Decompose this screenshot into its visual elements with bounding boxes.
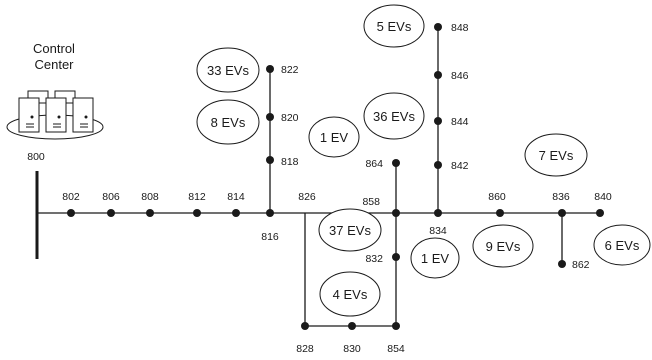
ev-group-836: 9 EVs bbox=[472, 224, 534, 268]
bus-node-822 bbox=[266, 65, 274, 73]
bus-node-814 bbox=[232, 209, 240, 217]
server-slots bbox=[26, 123, 88, 128]
control-center: Control Center bbox=[6, 41, 104, 140]
bus-node-854 bbox=[392, 322, 400, 330]
ev-group-label: 1 EV bbox=[320, 130, 349, 145]
ev-group-label: 4 EVs bbox=[333, 287, 368, 302]
bus-node-846 bbox=[434, 71, 442, 79]
bus-label-864: 864 bbox=[365, 158, 383, 170]
bus-label-800: 800 bbox=[27, 151, 45, 163]
bus-node-812 bbox=[193, 209, 201, 217]
bus-node-836 bbox=[558, 209, 566, 217]
bus-node-828 bbox=[301, 322, 309, 330]
bus-node-858 bbox=[392, 209, 400, 217]
bus-nodes bbox=[67, 23, 604, 330]
ev-group-label: 5 EVs bbox=[377, 19, 412, 34]
bus-label-834: 834 bbox=[429, 225, 447, 237]
bus-label-858: 858 bbox=[362, 196, 380, 208]
ev-group-830: 4 EVs bbox=[319, 271, 381, 317]
bus-node-834 bbox=[434, 209, 442, 217]
bus-node-842 bbox=[434, 161, 442, 169]
bus-label-832: 832 bbox=[365, 253, 383, 265]
bus-node-840 bbox=[596, 209, 604, 217]
bus-node-864 bbox=[392, 159, 400, 167]
feeder-lines bbox=[37, 27, 600, 327]
bus-label-822: 822 bbox=[281, 64, 299, 76]
bus-node-830 bbox=[348, 322, 356, 330]
control-center-label-line1: Control bbox=[33, 41, 75, 56]
bus-label-860: 860 bbox=[488, 191, 506, 203]
bus-node-862 bbox=[558, 260, 566, 268]
bus-node-818 bbox=[266, 156, 274, 164]
ev-group-860: 7 EVs bbox=[524, 133, 588, 177]
bus-label-826: 826 bbox=[298, 191, 316, 203]
ev-group-label: 37 EVs bbox=[329, 223, 371, 238]
bus-labels: 802 806 808 812 814 816 818 820 822 826 … bbox=[62, 22, 612, 355]
bus-label-802: 802 bbox=[62, 191, 80, 203]
bus-label-818: 818 bbox=[281, 156, 299, 168]
bus-node-848 bbox=[434, 23, 442, 31]
bus-label-816: 816 bbox=[261, 231, 279, 243]
ev-group-label: 1 EV bbox=[421, 251, 450, 266]
bus-label-808: 808 bbox=[141, 191, 159, 203]
bus-label-844: 844 bbox=[451, 116, 469, 128]
bus-node-816 bbox=[266, 209, 274, 217]
bus-label-848: 848 bbox=[451, 22, 469, 34]
ev-group-label: 8 EVs bbox=[211, 115, 246, 130]
bus-node-832 bbox=[392, 253, 400, 261]
ev-group-858: 37 EVs bbox=[318, 208, 382, 252]
bus-node-820 bbox=[266, 113, 274, 121]
ev-group-840: 6 EVs bbox=[593, 224, 651, 266]
ev-group-label: 33 EVs bbox=[207, 63, 249, 78]
ev-group-844: 36 EVs bbox=[363, 92, 425, 140]
bus-node-802 bbox=[67, 209, 75, 217]
bus-label-862: 862 bbox=[572, 259, 590, 271]
bus-label-806: 806 bbox=[102, 191, 120, 203]
ev-group-864: 1 EV bbox=[308, 116, 360, 158]
server-leds bbox=[30, 115, 88, 119]
ev-group-820: 8 EVs bbox=[196, 99, 260, 145]
ev-group-834: 1 EV bbox=[410, 237, 460, 279]
ev-group-822: 33 EVs bbox=[196, 47, 260, 93]
bus-label-828: 828 bbox=[296, 343, 314, 355]
bus-label-814: 814 bbox=[227, 191, 245, 203]
ev-group-label: 7 EVs bbox=[539, 148, 574, 163]
ev-group-label: 6 EVs bbox=[605, 238, 640, 253]
bus-node-860 bbox=[496, 209, 504, 217]
bus-label-820: 820 bbox=[281, 112, 299, 124]
ev-group-label: 36 EVs bbox=[373, 109, 415, 124]
bus-label-836: 836 bbox=[552, 191, 570, 203]
bus-label-846: 846 bbox=[451, 70, 469, 82]
bus-label-842: 842 bbox=[451, 160, 469, 172]
bus-label-812: 812 bbox=[188, 191, 206, 203]
bus-label-854: 854 bbox=[387, 343, 405, 355]
bus-label-830: 830 bbox=[343, 343, 361, 355]
ev-group-label: 9 EVs bbox=[486, 239, 521, 254]
bus-node-844 bbox=[434, 117, 442, 125]
bus-node-806 bbox=[107, 209, 115, 217]
ev-groups: 33 EVs 8 EVs 1 EV 36 EVs 5 EVs 7 EVs 37 … bbox=[196, 4, 651, 317]
control-center-label-line2: Center bbox=[34, 57, 74, 72]
bus-label-840: 840 bbox=[594, 191, 612, 203]
ev-group-848: 5 EVs bbox=[363, 4, 425, 48]
bus-node-808 bbox=[146, 209, 154, 217]
